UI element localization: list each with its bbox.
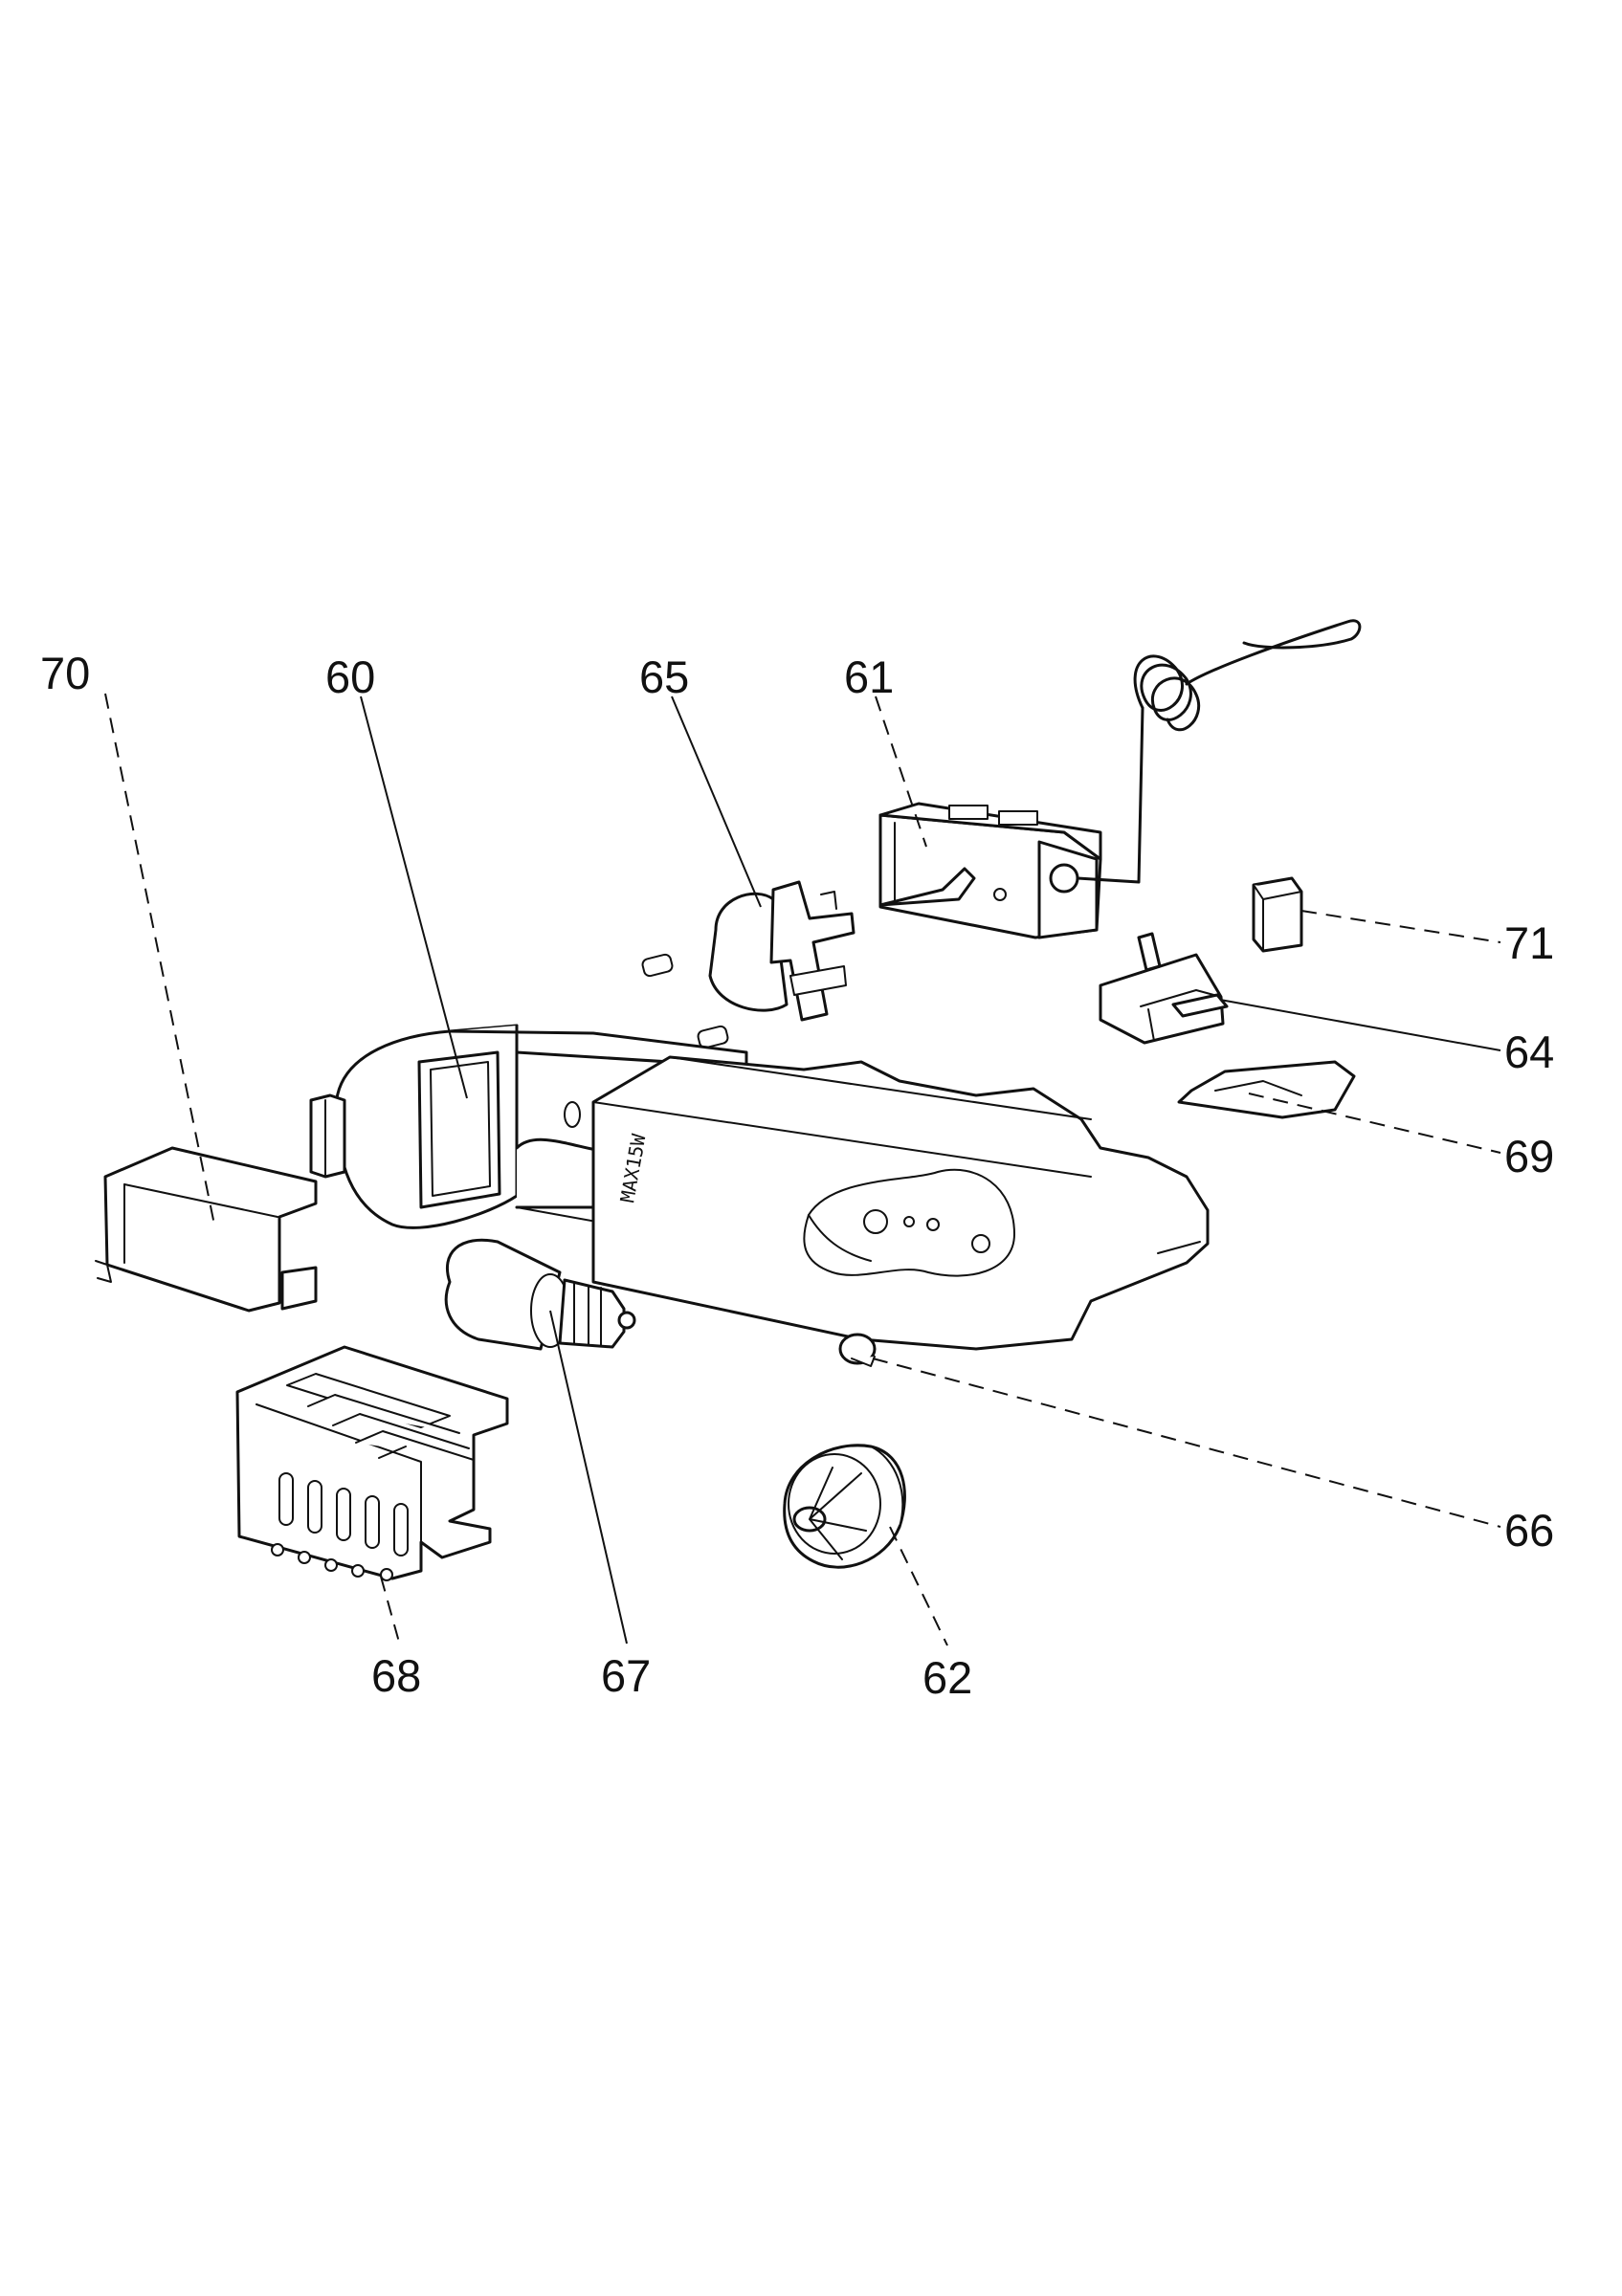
- leader-lines: [104, 693, 1501, 1646]
- callout-61: 61: [844, 651, 894, 702]
- callout-62: 62: [922, 1652, 972, 1703]
- part-70-bracket: [95, 1146, 318, 1313]
- part-65-piezo-igniter: [641, 880, 855, 1049]
- leader-67: [549, 1310, 628, 1645]
- leader-70: [104, 693, 216, 1230]
- leader-60: [360, 695, 468, 1099]
- part-71-block: [1252, 876, 1303, 953]
- part-64-switch: [1099, 932, 1229, 1045]
- callout-67: 67: [601, 1650, 651, 1701]
- callout-66: 66: [1504, 1505, 1554, 1556]
- part-62-knob: [783, 1444, 906, 1569]
- callout-64: 64: [1504, 1027, 1554, 1077]
- leader-64: [1219, 999, 1501, 1051]
- leader-69: [1248, 1093, 1501, 1154]
- part-67-bulb: [444, 1238, 636, 1351]
- callout-labels: 70 60 65 61 71 64 69 66 68 67 62: [40, 648, 1554, 1703]
- leader-71: [1300, 910, 1501, 943]
- leader-61: [875, 695, 927, 848]
- leader-68: [380, 1576, 401, 1646]
- part-66-cap: [838, 1333, 877, 1367]
- leader-66: [872, 1358, 1501, 1528]
- callout-71: 71: [1504, 917, 1554, 968]
- leader-65: [671, 695, 762, 908]
- callout-69: 69: [1504, 1131, 1554, 1181]
- part-61-thermostat: [878, 619, 1362, 939]
- leader-62: [889, 1526, 948, 1646]
- part-69-plate: [1177, 1060, 1356, 1119]
- part-60-housing: MAX15W: [309, 1024, 1210, 1351]
- part-68-grille: [235, 1345, 509, 1581]
- callout-68: 68: [371, 1650, 421, 1701]
- callout-60: 60: [325, 651, 375, 702]
- callout-65: 65: [639, 651, 689, 702]
- callout-70: 70: [40, 648, 90, 698]
